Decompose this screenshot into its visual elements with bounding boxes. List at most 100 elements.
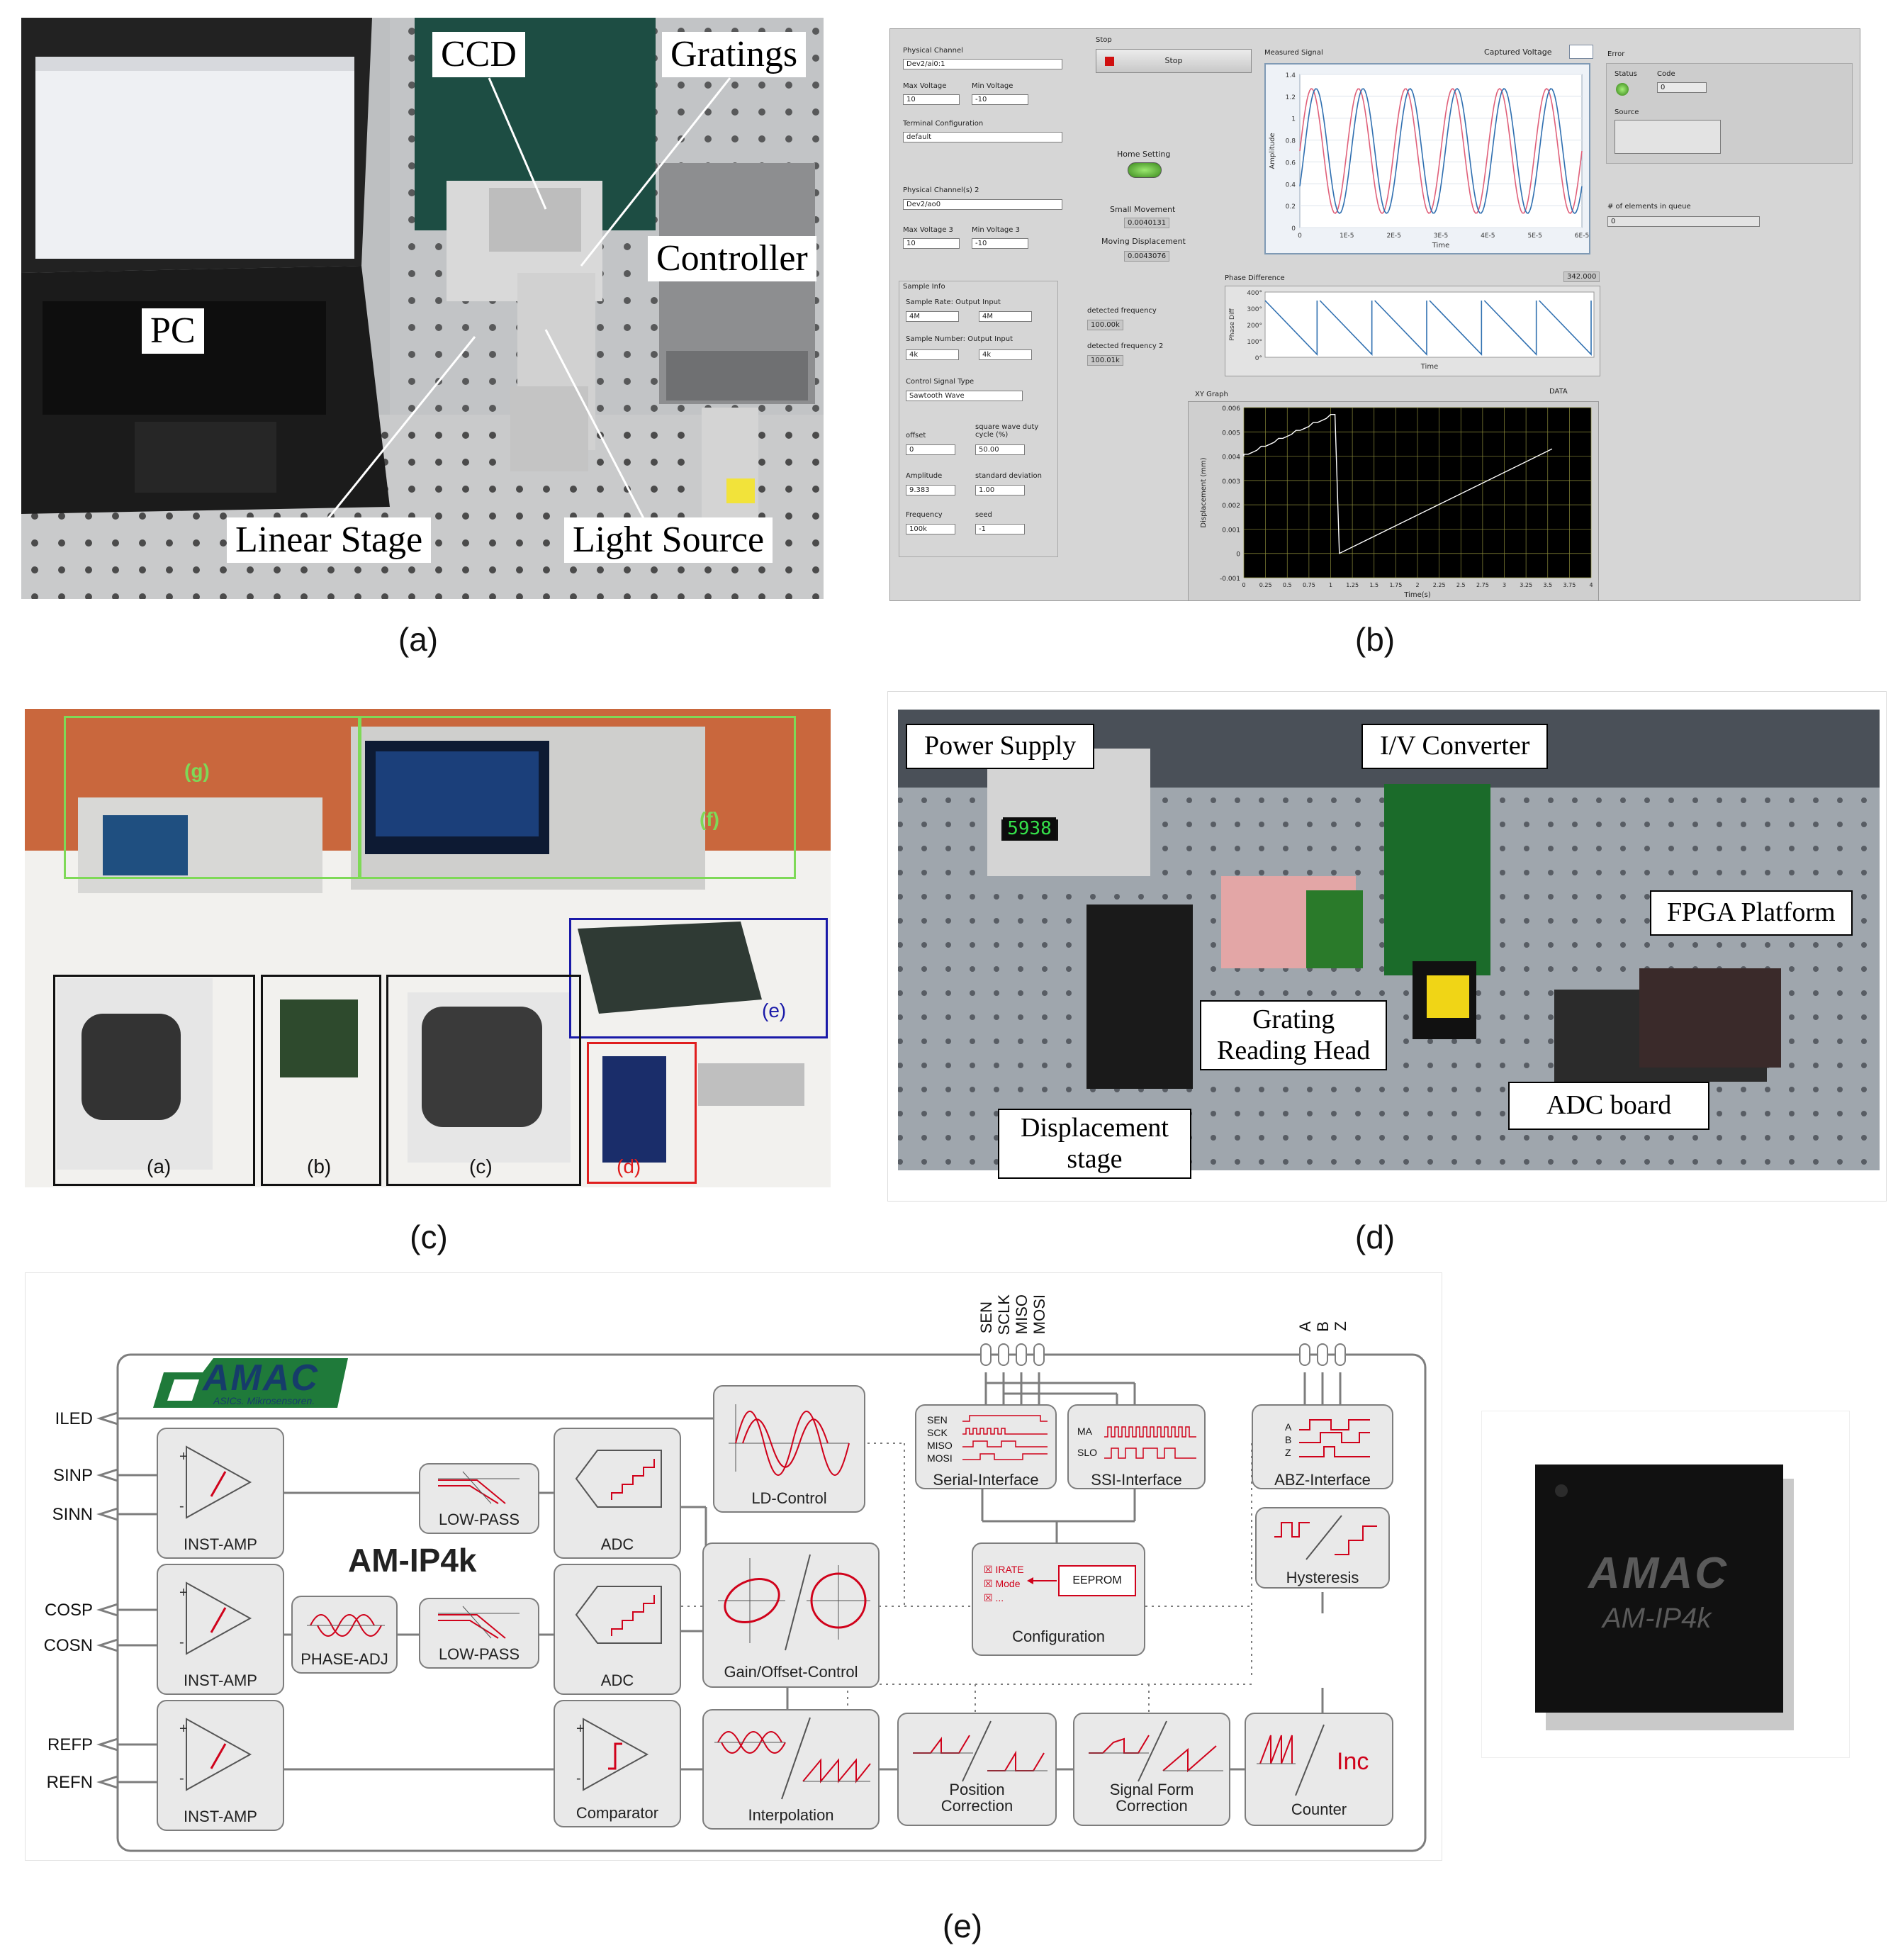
serial-miso: MISO <box>927 1440 953 1451</box>
amplitude-label: Amplitude <box>906 472 943 480</box>
position-correction-block: Position Correction <box>897 1713 1057 1826</box>
inst-amp-3-label: INST-AMP <box>184 1808 257 1825</box>
phase-y-label: Phase Diff <box>1229 308 1236 341</box>
pin-mosi: MOSI <box>1031 1294 1048 1335</box>
abz-timing-icon <box>1299 1419 1370 1457</box>
svg-text:-: - <box>179 1771 184 1786</box>
configuration-label: Configuration <box>1012 1628 1105 1645</box>
phase-y-tick: 300° <box>1247 306 1262 313</box>
comparator-block: +- Comparator <box>554 1700 681 1827</box>
phase-adj-label: PHASE-ADJ <box>301 1650 388 1668</box>
caption-e: (e) <box>942 1908 983 1944</box>
measured-y-tick: 1 <box>1291 116 1296 123</box>
sample-number-input[interactable]: 4k <box>979 349 1032 360</box>
min-voltage-label: Min Voltage <box>972 82 1013 90</box>
error-status-label: Status <box>1615 70 1637 78</box>
small-movement-label: Small Movement <box>1110 205 1176 214</box>
chip-name-title: AM-IP4k <box>348 1542 477 1579</box>
min-voltage-field[interactable]: -10 <box>972 94 1028 105</box>
home-setting-led-icon[interactable] <box>1128 162 1162 178</box>
label-grating-reading-head: Grating Reading Head <box>1200 1000 1388 1071</box>
duty-cycle-label: square wave duty cycle (%) <box>975 423 1039 439</box>
phase-y-tick: 200° <box>1247 323 1262 330</box>
frequency-field[interactable]: 100k <box>906 524 955 534</box>
sample-number-output[interactable]: 4k <box>906 349 959 360</box>
std-dev-label: standard deviation <box>975 472 1043 480</box>
max-voltage-label: Max Voltage <box>903 82 947 90</box>
elements-in-queue-label: # of elements in queue <box>1607 203 1691 211</box>
xy-x-tick: 3 <box>1503 582 1506 588</box>
svg-text:-: - <box>179 1635 184 1650</box>
std-dev-field[interactable]: 1.00 <box>975 485 1025 495</box>
label-ccd: CCD <box>432 32 525 77</box>
chip-logo: AMAC <box>1588 1549 1729 1598</box>
label-power-supply: Power Supply <box>906 724 1095 769</box>
serial-interface-block: SEN SCK MISO MOSI Serial-Interface <box>915 1404 1057 1489</box>
stop-button[interactable]: Stop <box>1096 49 1252 73</box>
svg-text:+: + <box>179 1585 188 1601</box>
ssi-interface-label: SSI-Interface <box>1091 1471 1182 1489</box>
config-mode: ☒ Mode <box>984 1578 1020 1590</box>
max-voltage-3-field[interactable]: 10 <box>903 238 960 249</box>
measured-y-tick: 0.6 <box>1286 159 1296 167</box>
measured-x-tick: 4E-5 <box>1481 233 1495 240</box>
pin-sinp: SINP <box>52 1466 93 1485</box>
physical-channel-2-field[interactable]: Dev2/ao0 <box>903 199 1062 210</box>
terminal-config-field[interactable]: default <box>903 132 1062 142</box>
error-code-field: 0 <box>1657 82 1707 93</box>
min-voltage-3-field[interactable]: -10 <box>972 238 1028 249</box>
adc-1-block: ADC <box>554 1428 681 1559</box>
amac-logo: AMAC <box>203 1357 319 1399</box>
pin-iled: ILED <box>55 1409 93 1428</box>
amplitude-field[interactable]: 9.383 <box>906 485 955 495</box>
pin-a: A <box>1296 1321 1314 1332</box>
position-correction-label: Position Correction <box>940 1781 1013 1815</box>
sample-rate-output[interactable]: 4M <box>906 311 959 322</box>
adc-2-label: ADC <box>600 1671 634 1689</box>
physical-channel-field[interactable]: Dev2/ai0:1 <box>903 59 1062 69</box>
offset-label: offset <box>906 432 926 439</box>
xy-y-tick: 0.006 <box>1222 405 1240 413</box>
phase-y-tick: 100° <box>1247 339 1262 346</box>
xy-y-tick: 0.002 <box>1222 503 1240 510</box>
xy-x-tick: 3.25 <box>1520 582 1532 588</box>
xy-y-tick: 0.005 <box>1222 430 1240 437</box>
chip-body: AMAC AM-IP4k <box>1535 1465 1783 1713</box>
abz-a: A <box>1285 1421 1292 1433</box>
phase-sawtooth-series <box>1264 300 1592 356</box>
ssi-ma: MA <box>1077 1426 1092 1437</box>
home-setting-label: Home Setting <box>1117 150 1171 159</box>
duty-cycle-field[interactable]: 50.00 <box>975 444 1025 455</box>
amplifier-icon: +- <box>179 1581 252 1655</box>
error-code-label: Code <box>1657 70 1675 78</box>
control-signal-type-field[interactable]: Sawtooth Wave <box>906 391 1023 401</box>
phase-difference-label: Phase Difference <box>1225 274 1285 282</box>
detected-frequency-value: 100.00k <box>1087 320 1123 330</box>
counter-label: Counter <box>1291 1801 1347 1818</box>
phase-plot-area <box>1264 291 1595 358</box>
captured-voltage-legend: Captured Voltage <box>1484 47 1552 57</box>
power-supply-display: 5938 <box>1003 817 1056 840</box>
pin-sinn: SINN <box>52 1505 93 1524</box>
offset-field[interactable]: 0 <box>906 444 955 455</box>
sample-info-group <box>899 281 1058 557</box>
amplifier-icon: +- <box>179 1718 252 1791</box>
sample-rate-input[interactable]: 4M <box>979 311 1032 322</box>
interpolation-block: Interpolation <box>702 1709 880 1830</box>
seed-field[interactable]: -1 <box>975 524 1025 534</box>
status-led-icon <box>1616 83 1629 96</box>
xy-x-tick: 0.5 <box>1283 582 1292 588</box>
xy-x-tick: 3.75 <box>1563 582 1576 588</box>
measured-x-label: Time <box>1432 242 1449 250</box>
elements-in-queue-field: 0 <box>1607 216 1760 227</box>
more-checkbox-icon: ☒ <box>984 1592 996 1603</box>
max-voltage-field[interactable]: 10 <box>903 94 960 105</box>
xy-x-tick: 2.25 <box>1433 582 1446 588</box>
xy-x-tick: 0 <box>1242 582 1245 588</box>
xy-x-tick: 2.75 <box>1476 582 1489 588</box>
stop-button-label: Stop <box>1164 56 1183 65</box>
measured-x-tick: 3E-5 <box>1434 233 1448 240</box>
pin-miso: MISO <box>1013 1294 1031 1335</box>
abz-b: B <box>1285 1434 1292 1445</box>
